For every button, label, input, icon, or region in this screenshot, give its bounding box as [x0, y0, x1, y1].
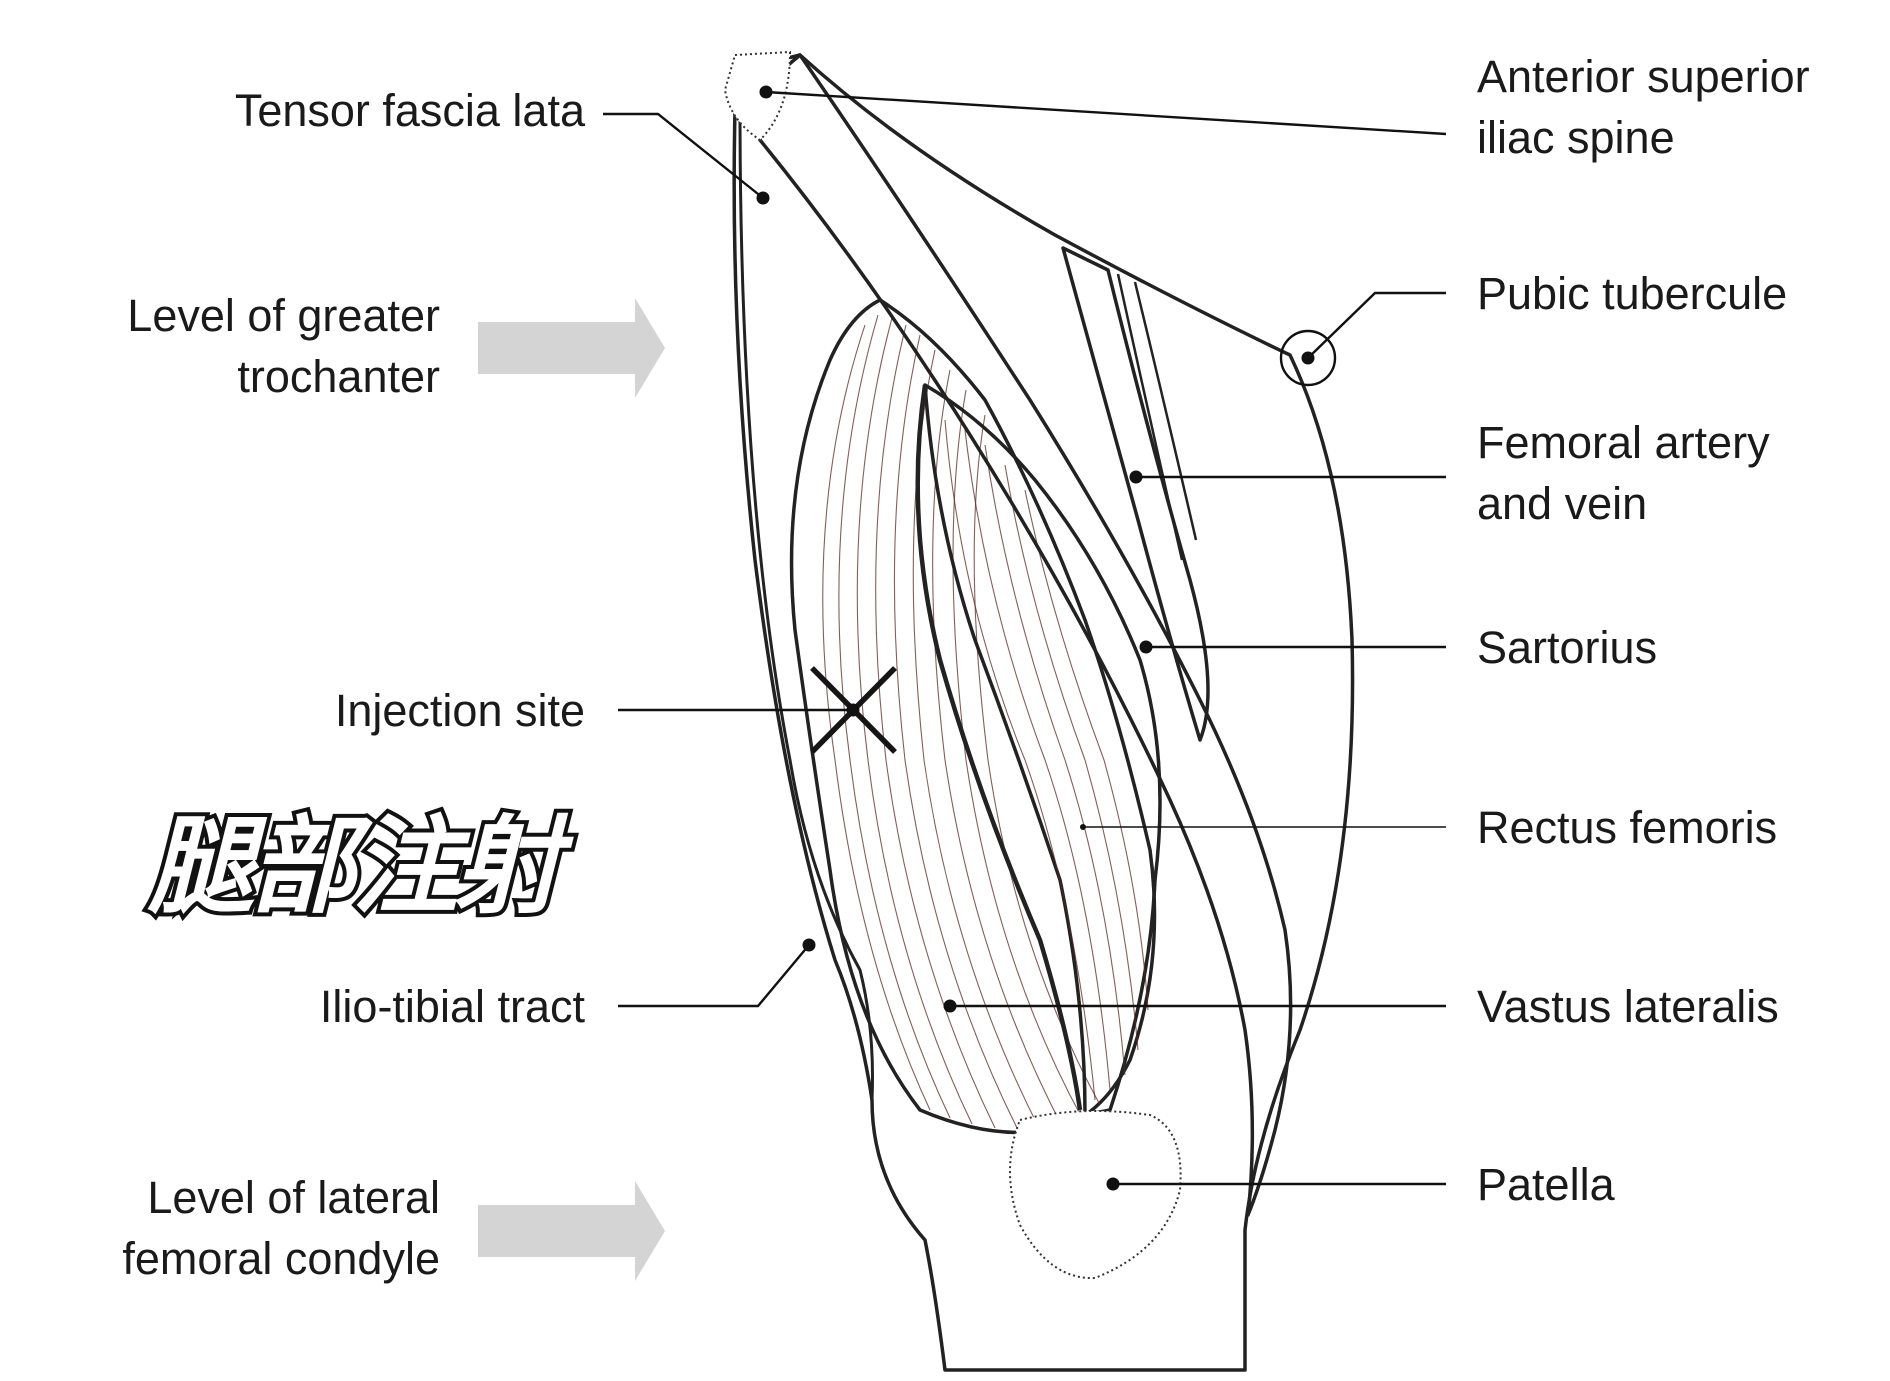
label-greater-trochanter-line1: Level of greater [127, 290, 440, 341]
dot-ilio-tibial-tract [802, 938, 816, 952]
dot-pubic-tubercule [1301, 351, 1315, 365]
leader-lines [603, 85, 1447, 1191]
label-rectus-femoris: Rectus femoris [1477, 802, 1777, 853]
patella-bone [1009, 1110, 1182, 1280]
ilio-tibial-tract-line [738, 109, 874, 1101]
leader-pubic-tubercule [1307, 291, 1446, 359]
femoral-vessels [1061, 246, 1210, 742]
label-pubic-tubercule: Pubic tubercule [1477, 268, 1787, 319]
label-tensor-fascia-lata: Tensor fascia lata [235, 85, 586, 136]
label-femoral-vessels-line2: and vein [1477, 478, 1647, 529]
thigh-outline [732, 53, 1355, 1372]
label-femoral-vessels-line1: Femoral artery [1477, 417, 1770, 468]
greater-trochanter-arrow [478, 298, 665, 398]
rectus-femoris-fibers [944, 419, 1149, 1101]
dot-femoral-vessels [1129, 470, 1143, 484]
label-vastus-lateralis: Vastus lateralis [1477, 981, 1779, 1032]
label-greater-trochanter-line2: trochanter [237, 351, 440, 402]
rectus-femoris-muscle [915, 383, 1162, 1117]
pubic-tubercule-ring [1279, 329, 1337, 387]
label-asis-line1: Anterior superior [1477, 51, 1810, 102]
dot-rectus-femoris [1080, 824, 1086, 830]
label-ilio-tibial-tract: Ilio-tibial tract [320, 981, 586, 1032]
sartorius-muscle [758, 53, 1293, 1217]
label-lateral-condyle-line1: Level of lateral [147, 1172, 440, 1223]
label-patella: Patella [1477, 1159, 1616, 1210]
dot-tensor-fascia-lata [756, 191, 770, 205]
watermark-title: 腿部注射 [147, 805, 574, 928]
left-labels: Tensor fascia lata Level of greater troc… [122, 85, 586, 1284]
dot-vastus-lateralis [943, 999, 957, 1013]
lateral-condyle-arrow [478, 1181, 665, 1281]
dot-injection-site [846, 703, 860, 717]
vastus-lateralis-fibers [822, 314, 1101, 1131]
label-asis-line2: iliac spine [1477, 112, 1675, 163]
dot-sartorius [1139, 640, 1153, 654]
label-sartorius: Sartorius [1477, 622, 1657, 673]
leader-tensor-fascia-lata [603, 112, 764, 199]
label-lateral-condyle-line2: femoral condyle [122, 1233, 440, 1284]
leader-asis [765, 90, 1447, 136]
vastus-lateralis-muscle [789, 298, 1157, 1135]
anterior-superior-iliac-spine-bone [723, 50, 792, 142]
right-labels: Anterior superior iliac spine Pubic tube… [1477, 51, 1810, 1210]
leader-ilio-tibial-tract [618, 944, 810, 1008]
dot-asis [759, 85, 773, 99]
dot-patella [1106, 1177, 1120, 1191]
label-injection-site: Injection site [335, 685, 585, 736]
